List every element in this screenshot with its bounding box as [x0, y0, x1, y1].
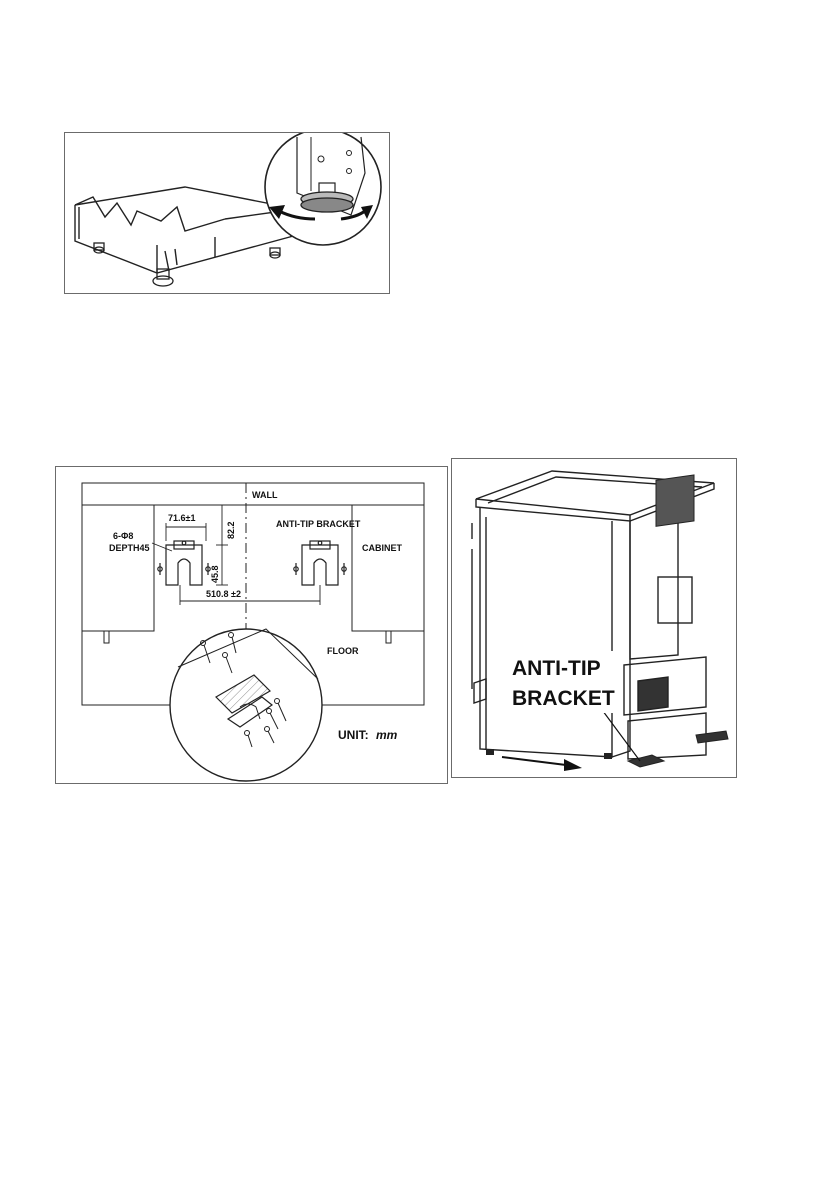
installation-drawing: WALL: [56, 467, 447, 783]
leveling-foot-figure: [64, 132, 390, 294]
unit-value: mm: [376, 728, 398, 742]
appliance-base: [75, 187, 297, 273]
callout-line1: ANTI-TIP: [512, 657, 601, 680]
push-direction-arrow-icon: [502, 757, 582, 771]
cabinet-label: CABINET: [362, 543, 403, 553]
leveling-detail-circle: [265, 133, 381, 245]
cooker-drawing: ANTI-TIP BRACKET: [452, 459, 736, 777]
leveling-foot-drawing: [65, 133, 389, 293]
anti-tip-bracket-part: [628, 731, 728, 767]
unit-label: UNIT:: [338, 728, 369, 742]
left-bracket: [158, 541, 210, 585]
anti-tip-bracket-label: ANTI-TIP BRACKET: [276, 519, 361, 529]
cooker-anti-tip-figure: ANTI-TIP BRACKET: [451, 458, 737, 778]
hole-spec-line1: 6-Φ8: [113, 531, 133, 541]
dim-width: 71.6±1: [168, 513, 195, 523]
hole-spec-line2: DEPTH45: [109, 543, 150, 553]
bracket-detail-circle: [170, 629, 322, 781]
left-cabinet: [82, 505, 154, 631]
wall-label: WALL: [252, 490, 278, 500]
right-cabinet: [352, 505, 424, 631]
lower-back-box: [624, 657, 706, 759]
right-bracket: [294, 541, 346, 585]
callout-line2: BRACKET: [512, 687, 615, 710]
back-panel: [658, 577, 692, 623]
anti-tip-installation-diagram: WALL: [55, 466, 448, 784]
svg-text:UNIT: mm: UNIT: mm: [338, 728, 398, 742]
dim-spacing: 510.8 ±2: [206, 589, 241, 599]
dim-height-bottom: 45.8: [210, 565, 220, 583]
floor-label: FLOOR: [327, 646, 359, 656]
dim-height-top: 82.2: [226, 521, 236, 539]
vent-grille: [656, 475, 694, 526]
